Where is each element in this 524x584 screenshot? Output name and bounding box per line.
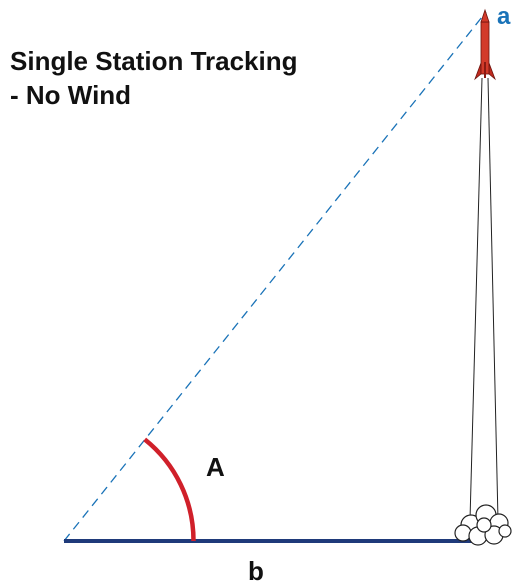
rocket-trail <box>469 77 499 521</box>
smoke-cloud-icon <box>454 504 512 546</box>
label-a: a <box>497 3 511 30</box>
angle-arc <box>143 437 196 542</box>
title-line-2: - No Wind <box>10 80 132 110</box>
label-angle-a: A <box>206 452 225 482</box>
diagram-title: Single Station Tracking - No Wind <box>10 44 298 112</box>
rocket-icon <box>474 8 496 81</box>
title-line-1: Single Station Tracking <box>10 46 298 76</box>
sight-line <box>63 11 487 542</box>
label-baseline-b: b <box>248 556 264 584</box>
